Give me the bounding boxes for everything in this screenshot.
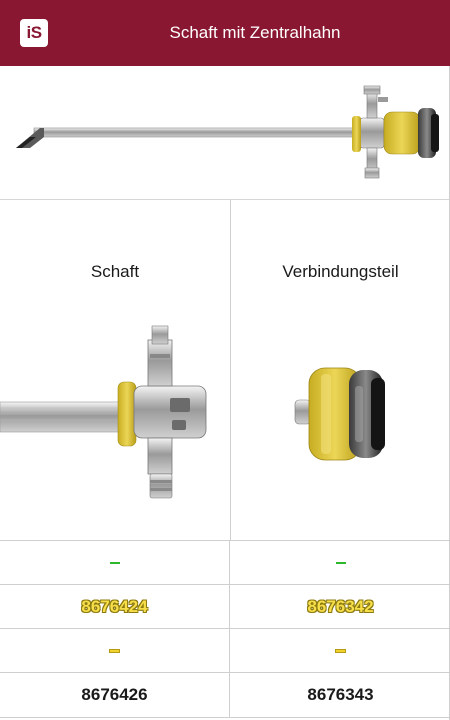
part-label-schaft: Schaft	[90, 262, 140, 281]
overview-image	[0, 66, 450, 200]
article-number: 8676426	[81, 685, 148, 704]
table-cell: 8676343	[231, 673, 450, 717]
header-bar: iS Schaft mit Zentralhahn	[0, 0, 450, 66]
article-number-yellow: 8676424	[81, 596, 148, 616]
column-divider	[230, 200, 231, 540]
article-number: 8676343	[307, 685, 374, 704]
assembled-sheath-illustration	[16, 85, 439, 179]
table-row	[0, 540, 450, 584]
table-cell	[231, 541, 450, 584]
table-row	[0, 628, 450, 672]
table-row: 8676426 8676343	[0, 672, 450, 718]
table-cell: 8676342	[231, 585, 450, 628]
green-dash-marker	[109, 561, 120, 564]
table-cell	[231, 629, 450, 672]
part-label-verbindungsteil: Verbindungsteil	[282, 262, 399, 281]
page-title: Schaft mit Zentralhahn	[169, 23, 341, 42]
brand-logo[interactable]: iS	[20, 19, 48, 47]
table-cell	[0, 629, 230, 672]
yellow-dash-marker	[335, 648, 346, 653]
connector-illustration	[294, 367, 385, 461]
parts-row: Schaft Verbindungsteil	[0, 200, 450, 540]
sheath-illustration	[0, 325, 207, 499]
table-cell: 8676426	[0, 673, 230, 717]
table-cell: 8676424	[0, 585, 230, 628]
yellow-dash-marker	[109, 648, 120, 653]
table-row: 8676424 8676342	[0, 584, 450, 628]
green-dash-marker	[335, 561, 346, 564]
article-number-yellow: 8676342	[307, 596, 374, 616]
table-cell	[0, 541, 230, 584]
